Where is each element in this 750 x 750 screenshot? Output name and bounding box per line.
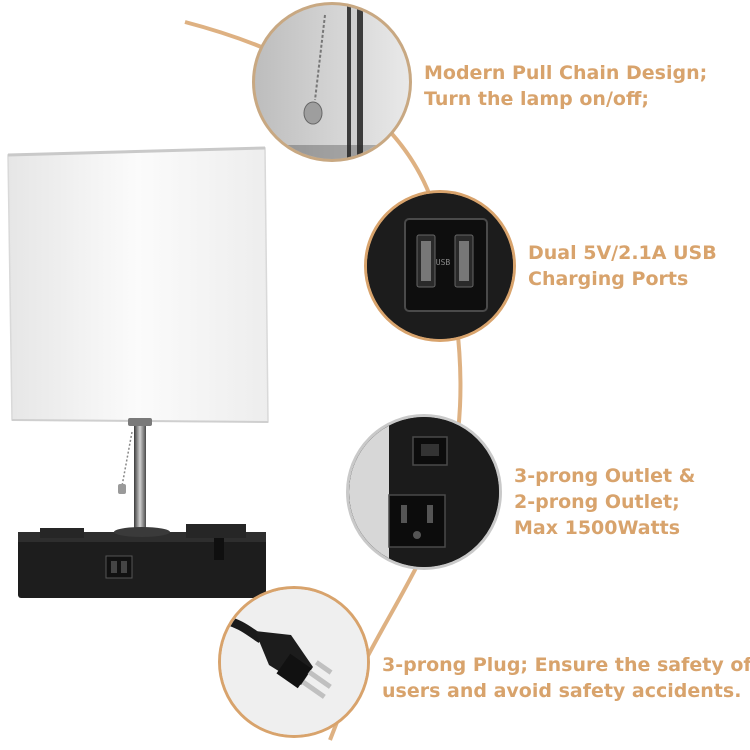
feature-4-line-2: users and avoid safety accidents. bbox=[382, 680, 742, 702]
feature-2-line-1: Dual 5V/2.1A USB bbox=[528, 242, 717, 264]
feature-image-pull-chain bbox=[252, 2, 412, 162]
feature-1-line-1: Modern Pull Chain Design; bbox=[424, 62, 708, 84]
feature-image-outlets bbox=[346, 414, 502, 570]
feature-4-line-1: 3-prong Plug; Ensure the safety of bbox=[382, 654, 750, 676]
lamp-shade bbox=[7, 146, 269, 423]
feature-3-line-3: Max 1500Watts bbox=[514, 517, 681, 539]
feature-2-text: Dual 5V/2.1A USB Charging Ports bbox=[528, 240, 717, 292]
feature-3-text: 3-prong Outlet & 2-prong Outlet; Max 150… bbox=[514, 463, 695, 541]
usb-port-icon: USB bbox=[367, 193, 513, 339]
lamp-pull-chain bbox=[118, 431, 133, 494]
lamp-base bbox=[18, 524, 266, 598]
feature-4-text: 3-prong Plug; Ensure the safety of users… bbox=[382, 652, 750, 704]
feature-3-line-1: 3-prong Outlet & bbox=[514, 465, 696, 487]
feature-2-line-2: Charging Ports bbox=[528, 268, 689, 290]
feature-image-plug bbox=[218, 586, 370, 738]
feature-image-usb-ports: USB bbox=[364, 190, 516, 342]
svg-text:USB: USB bbox=[436, 258, 451, 267]
plug-icon bbox=[221, 589, 367, 735]
outlet-icon bbox=[349, 417, 499, 567]
feature-3-line-2: 2-prong Outlet; bbox=[514, 491, 680, 513]
lamp-pole bbox=[134, 420, 146, 528]
feature-1-text: Modern Pull Chain Design; Turn the lamp … bbox=[424, 60, 707, 112]
pull-chain-icon bbox=[255, 5, 409, 159]
feature-1-line-2: Turn the lamp on/off; bbox=[424, 88, 649, 110]
